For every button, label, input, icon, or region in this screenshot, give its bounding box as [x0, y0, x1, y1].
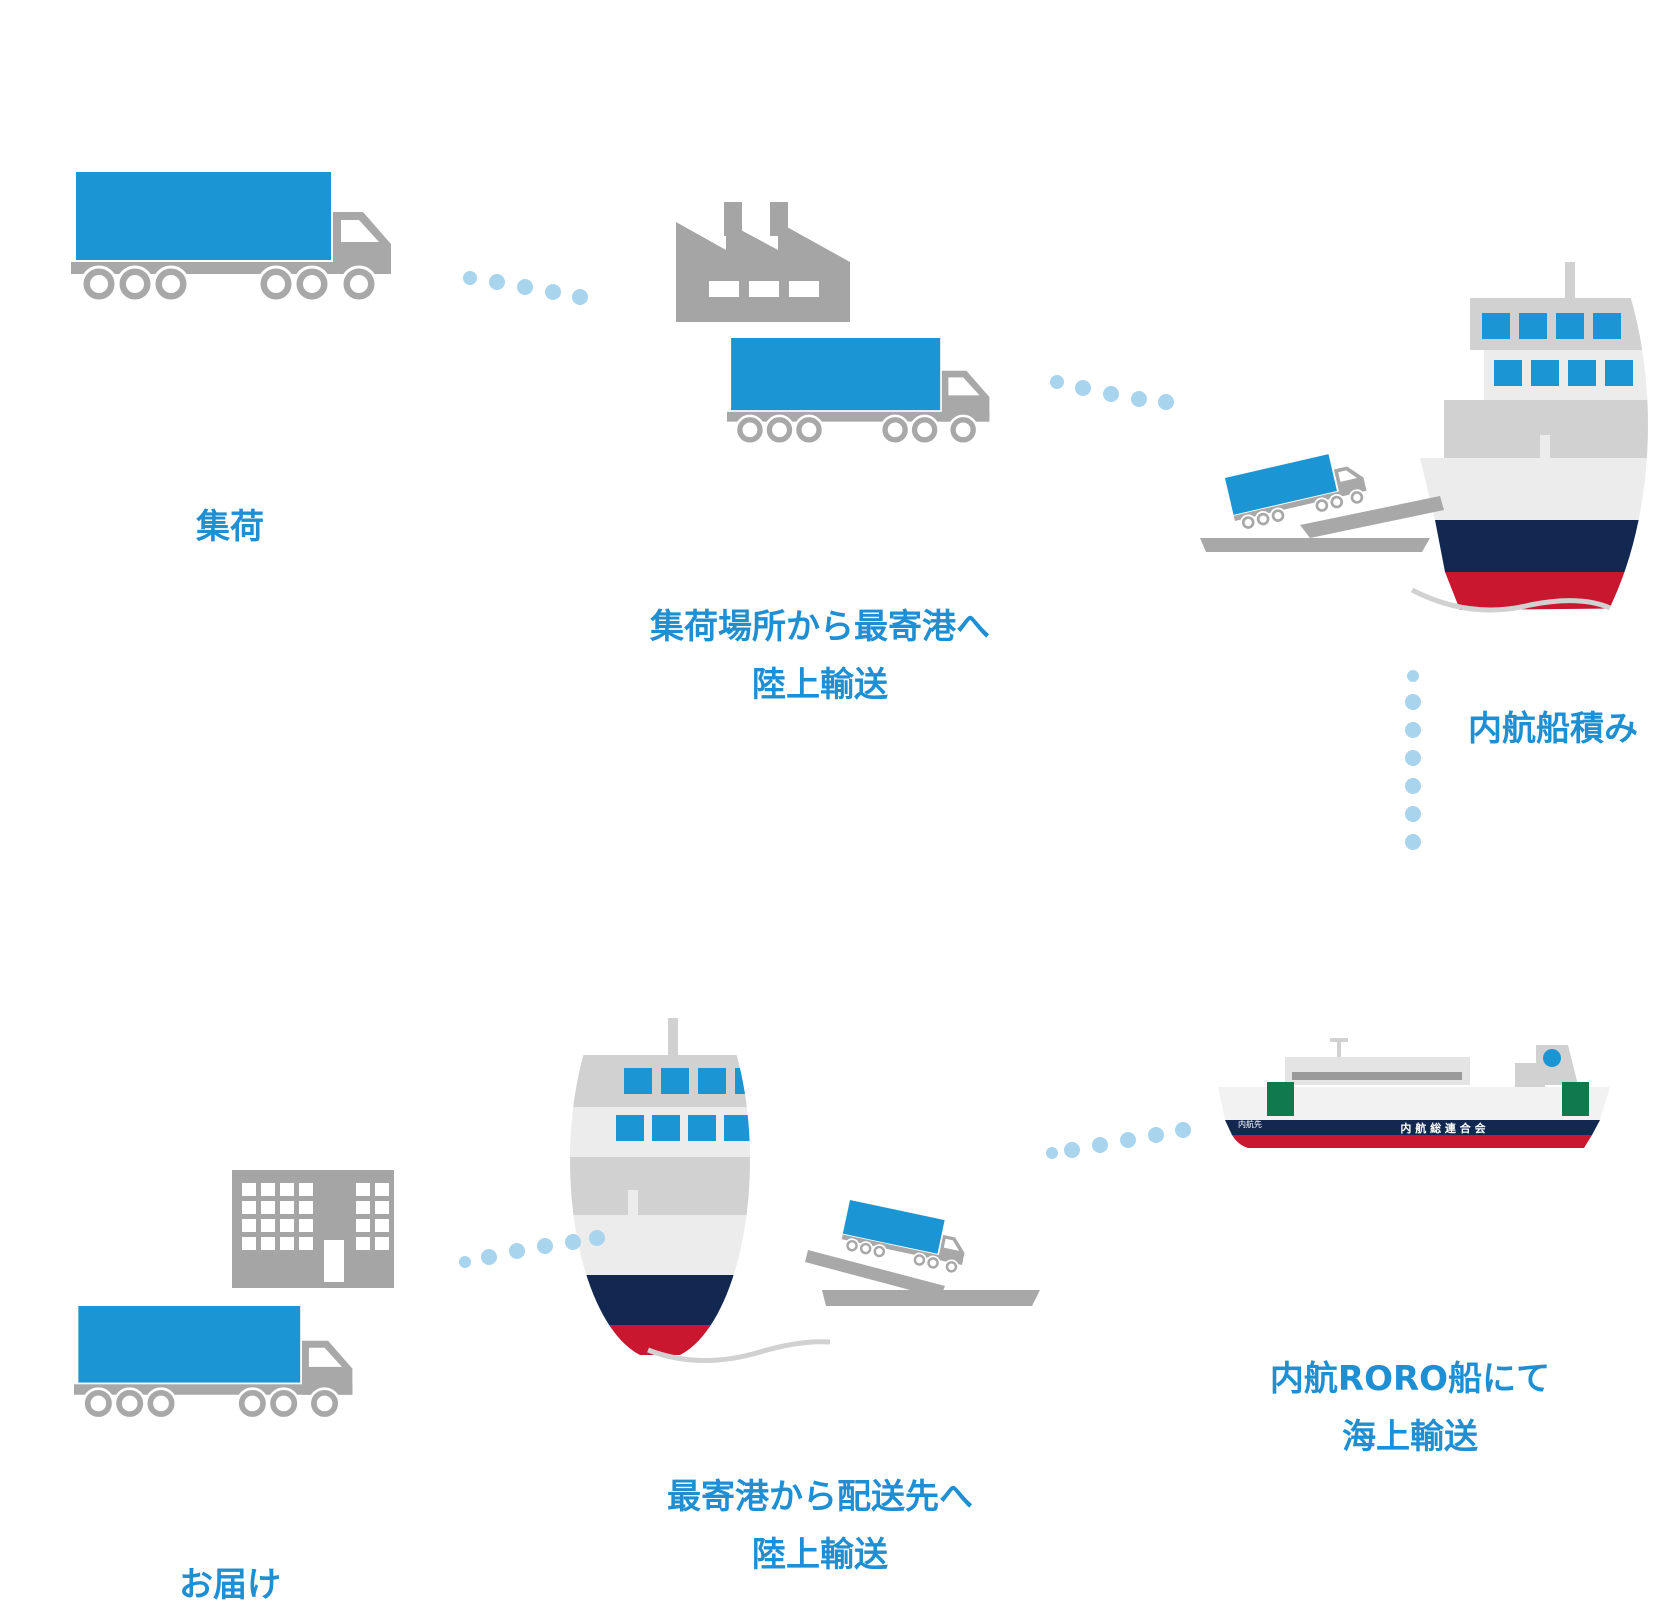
ship-unloading-icon — [570, 1018, 1040, 1364]
building-icon — [232, 1170, 394, 1288]
connector-dots-5 — [459, 1230, 605, 1268]
connector-dots-4 — [1046, 1122, 1191, 1159]
ship-loading-icon — [1200, 262, 1648, 613]
roro-ship-icon: 内 航 総 連 合 会 内航先 — [1218, 1038, 1610, 1148]
step-label-line: 内航船積み — [1468, 709, 1638, 749]
factory-truck-icon — [676, 202, 991, 446]
step-label-line: 海上輸送 — [1342, 1417, 1478, 1457]
step-label-ship-loading: 内航船積み — [1468, 700, 1664, 758]
step-label-line: お届け — [179, 1565, 281, 1605]
connector-dots-1 — [463, 271, 588, 305]
connector-dots-2 — [1050, 375, 1174, 410]
step-label-line: 陸上輸送 — [752, 665, 888, 705]
step-label-line: 内航RORO船にて — [1269, 1359, 1551, 1399]
step-label-sea-transport: 内航RORO船にて 海上輸送 — [1190, 1350, 1630, 1466]
factory-icon — [676, 202, 850, 322]
connector-dots-3 — [1405, 670, 1421, 850]
step-label-line: 陸上輸送 — [752, 1535, 888, 1575]
step-label-pickup: 集荷 — [120, 498, 340, 556]
step-label-port-to-destination: 最寄港から配送先へ 陸上輸送 — [560, 1468, 1080, 1584]
roro-hull-text: 内 航 総 連 合 会 — [1400, 1121, 1486, 1135]
roro-bow-text: 内航先 — [1238, 1119, 1262, 1129]
step-label-delivery: お届け — [120, 1556, 340, 1614]
step-label-line: 集荷場所から最寄港へ — [650, 607, 990, 647]
step-label-line: 集荷 — [196, 507, 264, 547]
step-label-land-to-port: 集荷場所から最寄港へ 陸上輸送 — [560, 598, 1080, 714]
truck-icon — [69, 170, 393, 303]
step-label-line: 最寄港から配送先へ — [667, 1477, 973, 1517]
building-truck-icon — [72, 1170, 394, 1420]
